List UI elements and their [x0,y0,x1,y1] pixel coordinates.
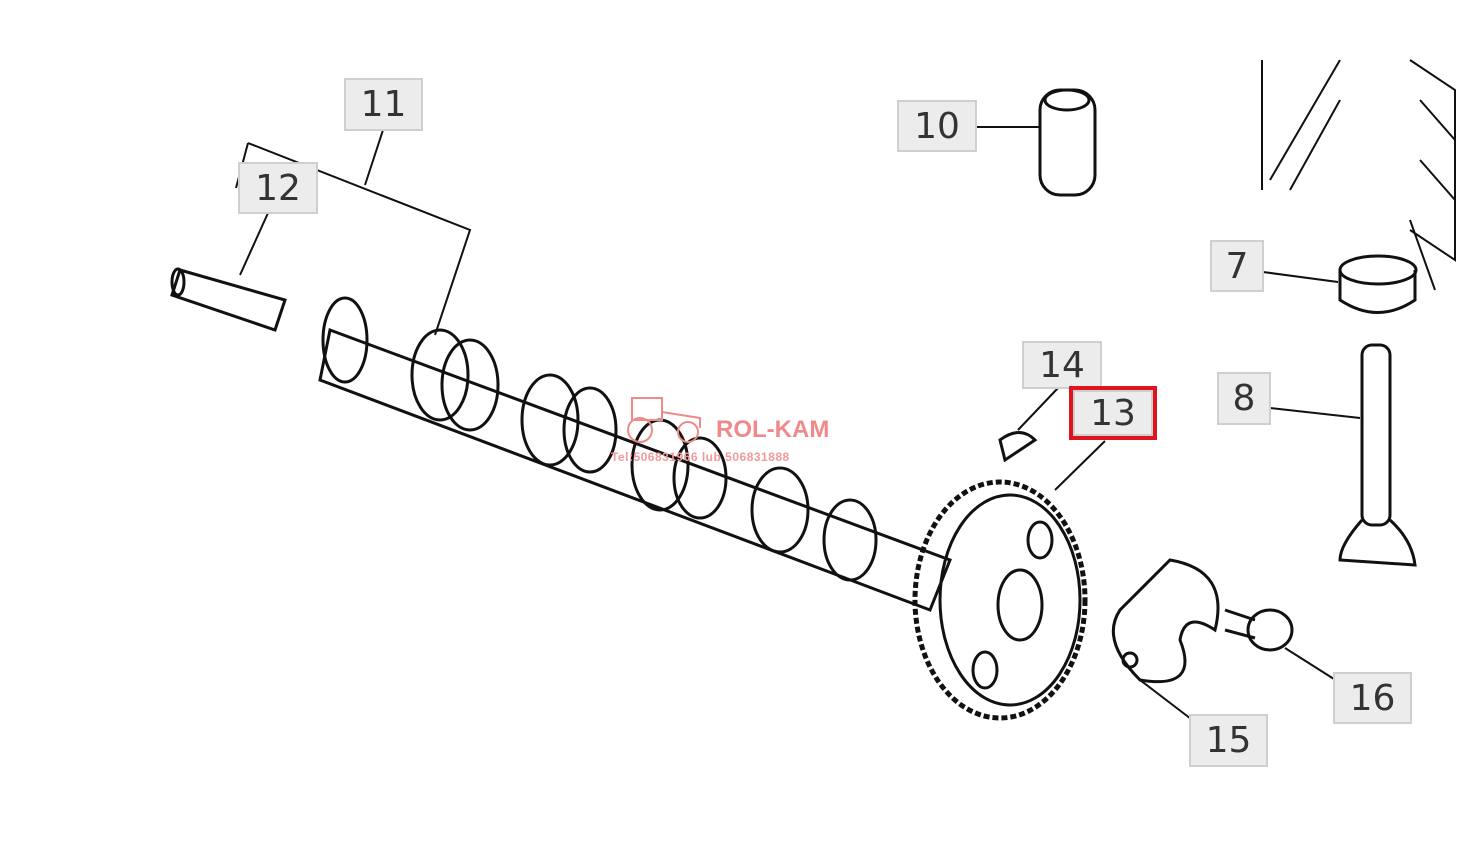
part-label-14: 14 [1022,341,1102,389]
woodruff-key [998,431,1038,463]
part-label-12: 12 [238,162,318,214]
part-label-7: 7 [1210,240,1264,292]
bolt [1224,608,1294,652]
gear [912,479,1088,721]
watermark-phone: Tel:506831966 lub 506831888 [611,450,790,464]
thrust-plate [1111,558,1220,684]
part-label-8: 8 [1217,372,1271,425]
watermark-brand: ROL-KAM [716,416,830,443]
shaft-pin [170,267,287,332]
part-label-16: 16 [1333,672,1412,724]
leader-lines [235,126,1361,723]
highlight-box [1069,386,1157,440]
part-label-13[interactable]: 13 [1073,390,1153,436]
camshaft [318,296,952,612]
part-label-10: 10 [897,100,977,152]
valve-seat [1338,254,1418,314]
tappet [1038,88,1097,197]
part-label-11: 11 [344,78,423,131]
cylinder-head [1261,59,1456,291]
tractor-logo [627,397,701,443]
part-label-15: 15 [1189,714,1268,767]
valve [1338,343,1417,567]
